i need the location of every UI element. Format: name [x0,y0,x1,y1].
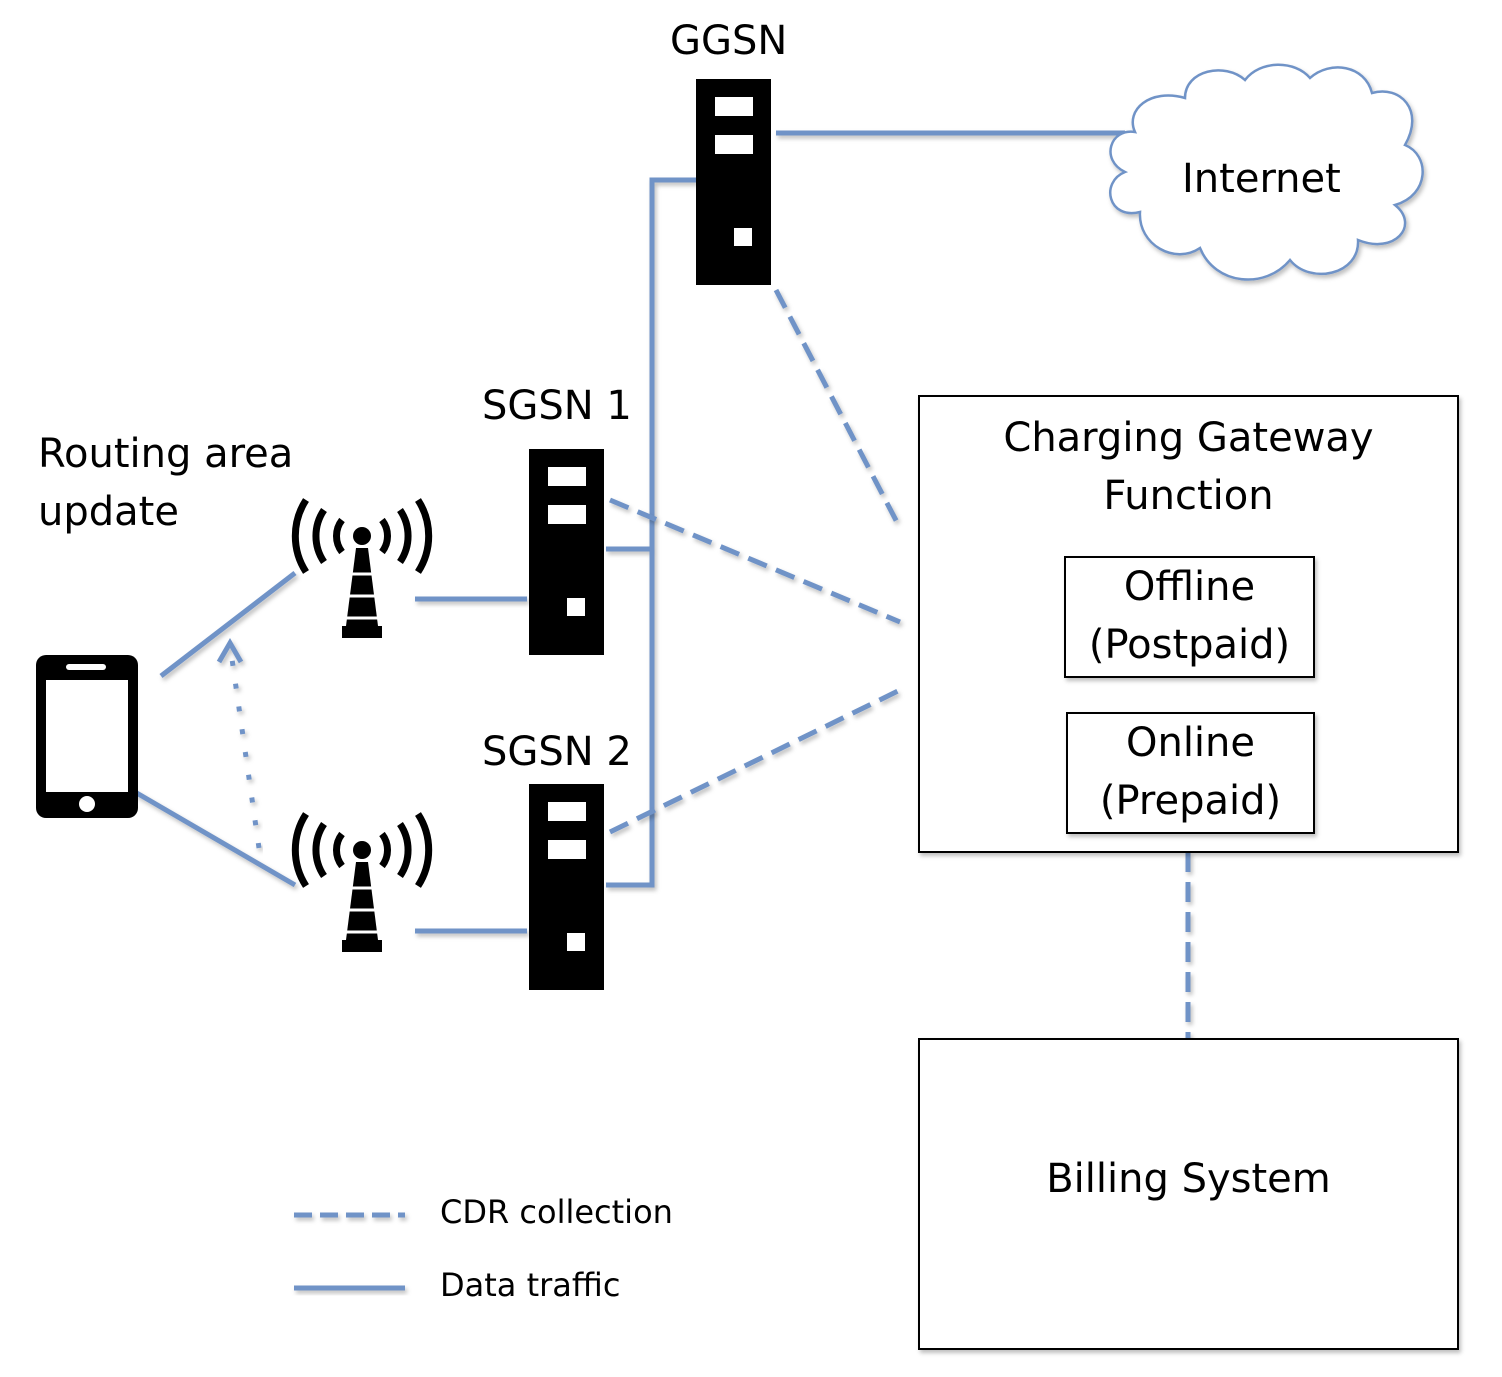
sgsn1-label: SGSN 1 [482,383,632,429]
internet-cloud-icon [1109,63,1424,281]
cdr-sgsn1-cgf [609,497,901,625]
legend-cdr-collection: CDR collection [440,1193,673,1231]
ggsn-label: GGSN [670,18,788,64]
online-prepaid-box: Online (Prepaid) [1066,712,1315,834]
cdr-sgsn2-cgf [608,687,902,835]
cgf-title-line2: Function [1103,473,1274,519]
routing-area-update-line1: Routing area [38,431,294,477]
cell-tower-1-icon [291,498,433,638]
offline-postpaid-box: Offline (Postpaid) [1064,556,1315,678]
routing-update-arrow [227,644,262,849]
link-phone-tower2 [133,789,297,888]
routing-update-arrowhead [216,638,244,664]
ggsn-server-icon [696,79,771,285]
offline-line2: (Postpaid) [1088,622,1291,668]
sgsn1-server-icon [529,449,604,655]
cgf-title-line1: Charging Gateway [1003,415,1374,461]
cell-tower-2-icon [291,812,433,952]
charging-gateway-function-box: Charging Gateway Function Offline (Postp… [918,395,1459,853]
link-sgsn-ggsn-trunk [606,177,696,888]
sgsn2-label: SGSN 2 [482,729,632,775]
sgsn2-server-icon [529,784,604,990]
cdr-ggsn-cgf [773,288,903,530]
billing-system-box: Billing System [918,1038,1459,1350]
legend-data-traffic: Data traffic [440,1266,621,1304]
routing-area-update-line2: update [38,489,179,535]
online-line2: (Prepaid) [1099,778,1282,824]
offline-line1: Offline [1123,564,1256,610]
online-line1: Online [1125,720,1256,766]
internet-label: Internet [1182,156,1341,202]
mobile-phone-icon [36,655,138,818]
routing-area-update-label: Routing area update [38,425,293,541]
link-phone-tower1 [159,571,297,678]
billing-system-label: Billing System [1046,1156,1331,1202]
